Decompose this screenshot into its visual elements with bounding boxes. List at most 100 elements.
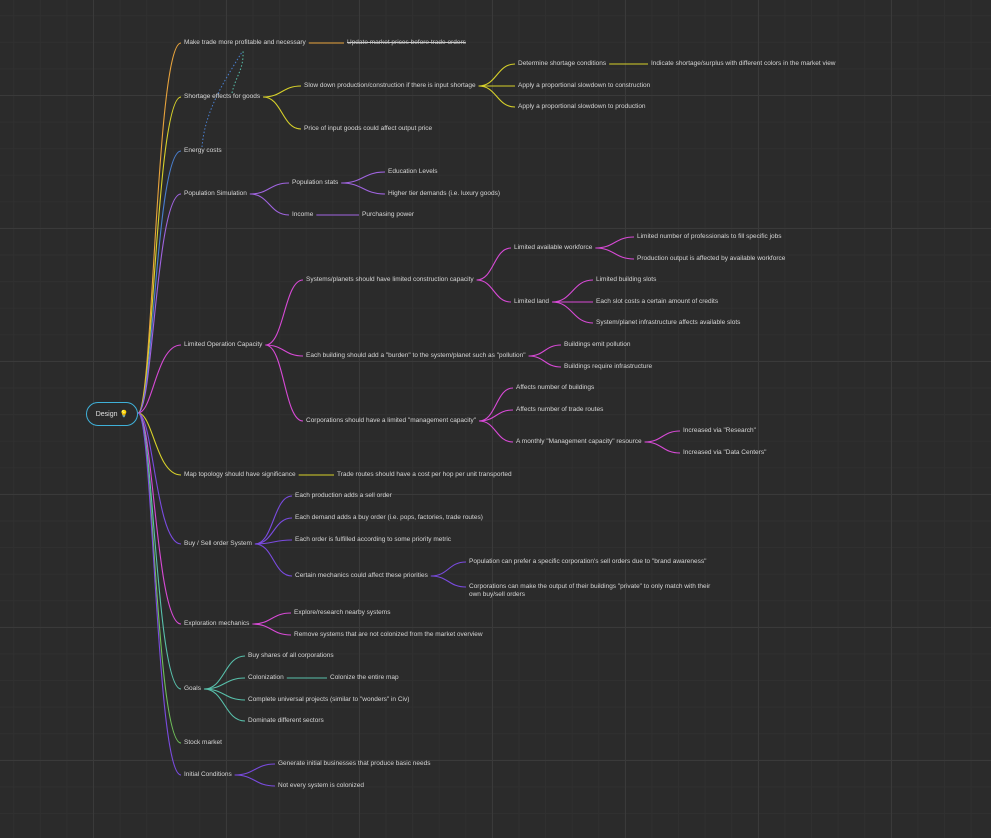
- edge-slow: [263, 85, 302, 98]
- node-buysell[interactable]: Buy / Sell order System: [184, 540, 252, 547]
- edge-popstats: [249, 182, 290, 195]
- edge-affb: [479, 387, 514, 422]
- node-workforce[interactable]: Limited available workforce: [514, 244, 593, 251]
- edge-monthly: [479, 420, 514, 443]
- node-buyshares[interactable]: Buy shares of all corporations: [248, 652, 334, 659]
- edge-expnew: [252, 612, 292, 625]
- node-dom[interactable]: Dominate different sectors: [248, 717, 324, 724]
- edge-corp: [265, 344, 304, 422]
- node-stock[interactable]: Stock market: [184, 739, 222, 746]
- edge-land: [476, 279, 512, 303]
- edge-certain: [254, 543, 293, 577]
- node-monthly[interactable]: A monthly "Management capacity" resource: [516, 438, 642, 445]
- node-trade1[interactable]: Update market prices before trade orders: [347, 39, 466, 46]
- edge-shortage: [137, 96, 182, 414]
- edge-workforce: [476, 247, 512, 281]
- edge-research: [644, 430, 681, 443]
- node-pop[interactable]: Population Simulation: [184, 190, 247, 197]
- edge-trade: [137, 42, 182, 414]
- edge-infra: [552, 301, 594, 324]
- edge-applyp: [478, 85, 516, 108]
- node-applyp[interactable]: Apply a proportional slowdown to product…: [518, 103, 646, 110]
- node-datac[interactable]: Increased via "Data Centers": [683, 449, 767, 456]
- node-shortage[interactable]: Shortage effects for goods: [184, 93, 261, 100]
- node-prefer[interactable]: Population can prefer a specific corpora…: [469, 558, 707, 565]
- edge-edu: [341, 171, 386, 184]
- node-purch[interactable]: Purchasing power: [362, 211, 415, 218]
- lightbulb-icon: 💡: [119, 411, 129, 418]
- edge-prodout: [595, 247, 635, 260]
- node-slots[interactable]: Limited building slots: [596, 276, 657, 283]
- edge-datac: [644, 441, 681, 454]
- node-affb[interactable]: Affects number of buildings: [516, 384, 595, 391]
- node-limited[interactable]: Limited Operation Capacity: [184, 341, 263, 348]
- edge-remove: [252, 623, 292, 636]
- node-remove[interactable]: Remove systems that are not colonized fr…: [294, 631, 483, 638]
- crosslink-shortage-trade: [231, 49, 244, 94]
- edge-income: [249, 193, 290, 216]
- node-reqinfra[interactable]: Buildings require infrastructure: [564, 363, 653, 370]
- edge-buysell: [137, 412, 182, 545]
- edge-emit: [528, 344, 562, 357]
- node-fulfill[interactable]: Each order is fulfilled according to som…: [295, 536, 452, 543]
- node-explore[interactable]: Exploration mechanics: [184, 620, 250, 627]
- node-popstats[interactable]: Population stats: [292, 179, 339, 186]
- node-eachprod[interactable]: Each production adds a sell order: [295, 492, 392, 499]
- node-routes[interactable]: Trade routes should have a cost per hop …: [337, 471, 512, 478]
- node-initial[interactable]: Initial Conditions: [184, 771, 232, 778]
- edge-energy: [137, 150, 182, 414]
- edge-profs: [595, 236, 635, 249]
- edge-pop: [137, 193, 182, 414]
- edge-stock: [137, 412, 182, 744]
- node-research[interactable]: Increased via "Research": [683, 427, 756, 434]
- node-goals[interactable]: Goals: [184, 685, 201, 692]
- node-burden[interactable]: Each building should add a "burden" to t…: [306, 352, 526, 359]
- node-profs[interactable]: Limited number of professionals to fill …: [637, 233, 782, 240]
- edge-initial: [137, 412, 182, 776]
- node-infra[interactable]: System/planet infrastructure affects ava…: [596, 319, 741, 326]
- node-private[interactable]: Corporations can make the output of thei…: [469, 583, 711, 598]
- node-income[interactable]: Income: [292, 211, 314, 218]
- node-certain[interactable]: Certain mechanics could affect these pri…: [295, 572, 428, 579]
- node-expnew[interactable]: Explore/research nearby systems: [294, 609, 391, 616]
- node-higher[interactable]: Higher tier demands (i.e. luxury goods): [388, 190, 500, 197]
- edge-sysplan: [265, 279, 304, 346]
- node-map[interactable]: Map topology should have significance: [184, 471, 296, 478]
- node-univ[interactable]: Complete universal projects (similar to …: [248, 696, 410, 703]
- node-colon[interactable]: Colonization: [248, 674, 284, 681]
- edge-afft: [479, 409, 514, 422]
- node-prodout[interactable]: Production output is affected by availab…: [637, 255, 786, 262]
- node-land[interactable]: Limited land: [514, 298, 550, 305]
- node-generate[interactable]: Generate initial businesses that produce…: [278, 760, 431, 767]
- edge-price: [263, 96, 302, 130]
- node-colmap[interactable]: Colonize the entire map: [330, 674, 399, 681]
- edge-generate: [234, 763, 276, 776]
- edge-notevery: [234, 774, 276, 787]
- node-eachdem[interactable]: Each demand adds a buy order (i.e. pops,…: [295, 514, 483, 521]
- node-slow[interactable]: Slow down production/construction if the…: [304, 82, 476, 89]
- node-sysplan[interactable]: Systems/planets should have limited cons…: [306, 276, 474, 283]
- node-price[interactable]: Price of input goods could affect output…: [304, 125, 433, 132]
- node-emit[interactable]: Buildings emit pollution: [564, 341, 631, 348]
- crosslink-energy-trade: [201, 51, 243, 148]
- edge-explore: [137, 412, 182, 625]
- node-indicate[interactable]: Indicate shortage/surplus with different…: [651, 60, 836, 67]
- node-edu[interactable]: Education Levels: [388, 168, 438, 175]
- edge-burden: [265, 344, 304, 357]
- edge-buyshares: [203, 655, 246, 690]
- node-det[interactable]: Determine shortage conditions: [518, 60, 607, 67]
- root-node-design[interactable]: Design 💡: [86, 402, 138, 426]
- node-energy[interactable]: Energy costs: [184, 147, 222, 154]
- edge-private: [430, 575, 467, 588]
- edge-fulfill: [254, 539, 293, 545]
- node-trade[interactable]: Make trade more profitable and necessary: [184, 39, 306, 46]
- node-slotcost[interactable]: Each slot costs a certain amount of cred…: [596, 298, 719, 305]
- node-applyc[interactable]: Apply a proportional slowdown to constru…: [518, 82, 651, 89]
- edge-higher: [341, 182, 386, 195]
- edge-det: [478, 63, 516, 87]
- node-corp[interactable]: Corporations should have a limited "mana…: [306, 417, 477, 424]
- node-afft[interactable]: Affects number of trade routes: [516, 406, 604, 413]
- node-notevery[interactable]: Not every system is colonized: [278, 782, 364, 789]
